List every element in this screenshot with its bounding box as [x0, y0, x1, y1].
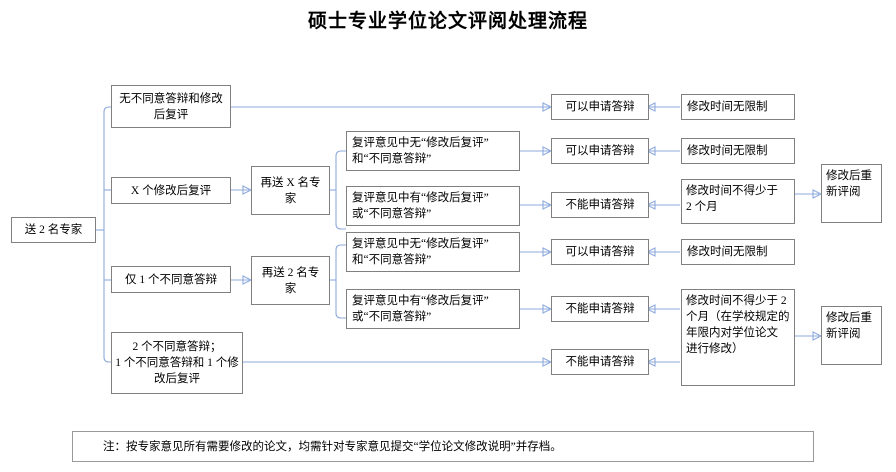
- node-opinion-1[interactable]: 复评意见中无“修改后复评” 和“不同意答辩”: [346, 131, 520, 171]
- node-timelimit-5[interactable]: 修改时间不得少于 2 个月（在学校规定的 年限内对学位论文 进行修改）: [681, 289, 795, 386]
- link-r2-o4: [335, 312, 346, 319]
- node-opinion-3[interactable]: 复评意见中无“修改后复评” 和“不同意答辩”: [346, 232, 520, 272]
- node-branch-2-label: X 个修改后复评: [130, 184, 212, 197]
- node-decision-5[interactable]: 不能申请答辩: [551, 296, 649, 322]
- node-decision-6[interactable]: 不能申请答辩: [551, 349, 649, 375]
- arrowhead-o3-d4: [542, 247, 553, 257]
- node-timelimit-3[interactable]: 修改时间不得少于 2 个月: [681, 179, 795, 224]
- node-resend-1-label: 再送 X 名专 家: [260, 176, 321, 205]
- arrowhead-b2-r1: [242, 185, 253, 195]
- node-opinion-4[interactable]: 复评意见中有“修改后复评” 或“不同意答辩”: [346, 289, 520, 329]
- link-trunk-to-b1: [103, 106, 111, 113]
- node-branch-1-label: 无不同意答辩和修改 后复评: [119, 92, 223, 121]
- arrowhead-b4-d6: [542, 357, 553, 367]
- node-opinion-2[interactable]: 复评意见中有“修改后复评” 或“不同意答辩”: [346, 186, 520, 226]
- arrowhead-o4-d5: [542, 304, 553, 314]
- node-timelimit-4-label: 修改时间无限制: [687, 246, 768, 258]
- node-decision-6-label: 不能申请答辩: [565, 356, 635, 368]
- node-opinion-2-label: 复评意见中有“修改后复评” 或“不同意答辩”: [352, 192, 489, 220]
- node-decision-4[interactable]: 可以申请答辩: [551, 239, 649, 265]
- node-decision-1[interactable]: 可以申请答辩: [551, 94, 649, 120]
- node-rereview-1-label: 修改后重 新评阅: [826, 170, 872, 198]
- arrowhead-b1-d1: [542, 102, 553, 112]
- node-timelimit-4[interactable]: 修改时间无限制: [681, 239, 795, 265]
- node-decision-4-label: 可以申请答辩: [565, 246, 635, 258]
- node-timelimit-1-label: 修改时间无限制: [687, 101, 768, 113]
- footer-note-label: 注：按专家意见所有需要修改的论文，均需针对专家意见提交“学位论文修改说明”并存档…: [103, 440, 562, 453]
- node-decision-1-label: 可以申请答辩: [565, 101, 635, 113]
- node-timelimit-2-label: 修改时间无限制: [687, 145, 768, 157]
- node-start-label: 送 2 名专家: [24, 224, 83, 236]
- node-timelimit-3-label: 修改时间不得少于 2 个月: [686, 185, 778, 213]
- node-branch-3-label: 仅 1 个不同意答辩: [125, 273, 217, 286]
- node-decision-3-label: 不能申请答辩: [565, 199, 635, 211]
- node-decision-2[interactable]: 可以申请答辩: [551, 138, 649, 164]
- node-resend-2[interactable]: 再送 2 名专 家: [251, 256, 330, 305]
- node-branch-4-label: 2 个不同意答辩； 1 个不同意答辩和 1 个修 改后复评: [115, 341, 239, 385]
- node-start[interactable]: 送 2 名专家: [11, 217, 96, 243]
- arrowhead-b3-r2: [242, 275, 253, 285]
- arrowhead-o2-d3: [542, 200, 553, 210]
- node-timelimit-5-label: 修改时间不得少于 2 个月（在学校规定的 年限内对学位论文 进行修改）: [686, 295, 790, 355]
- node-timelimit-2[interactable]: 修改时间无限制: [681, 138, 795, 164]
- node-rereview-2[interactable]: 修改后重 新评阅: [821, 306, 882, 365]
- node-resend-2-label: 再送 2 名专 家: [261, 266, 320, 295]
- page-title: 硕士专业学位论文评阅处理流程: [307, 11, 588, 32]
- node-branch-4[interactable]: 2 个不同意答辩； 1 个不同意答辩和 1 个修 改后复评: [111, 332, 243, 394]
- link-r2-o3: [335, 244, 346, 251]
- node-opinion-3-label: 复评意见中无“修改后复评” 和“不同意答辩”: [352, 238, 489, 266]
- node-decision-2-label: 可以申请答辩: [565, 145, 635, 157]
- link-r1-o1: [335, 150, 346, 157]
- node-branch-1[interactable]: 无不同意答辩和修改 后复评: [111, 85, 231, 128]
- arrowhead-t5-rr2: [812, 331, 823, 341]
- node-opinion-4-label: 复评意见中有“修改后复评” 或“不同意答辩”: [352, 295, 489, 323]
- node-branch-2[interactable]: X 个修改后复评: [111, 177, 231, 204]
- node-opinion-1-label: 复评意见中无“修改后复评” 和“不同意答辩”: [352, 137, 489, 165]
- node-rereview-2-label: 修改后重 新评阅: [826, 312, 872, 340]
- node-resend-1[interactable]: 再送 X 名专 家: [251, 166, 330, 215]
- footer-note: 注：按专家意见所有需要修改的论文，均需针对专家意见提交“学位论文修改说明”并存档…: [72, 431, 814, 462]
- node-rereview-1[interactable]: 修改后重 新评阅: [821, 164, 882, 223]
- node-timelimit-1[interactable]: 修改时间无限制: [681, 94, 795, 120]
- link-trunk-to-b4: [103, 356, 111, 363]
- arrowhead-o1-d2: [542, 146, 553, 156]
- node-branch-3[interactable]: 仅 1 个不同意答辩: [111, 266, 231, 293]
- node-decision-5-label: 不能申请答辩: [565, 303, 635, 315]
- arrowhead-t3-rr1: [812, 189, 823, 199]
- node-decision-3[interactable]: 不能申请答辩: [551, 192, 649, 218]
- link-r1-o2: [335, 223, 346, 230]
